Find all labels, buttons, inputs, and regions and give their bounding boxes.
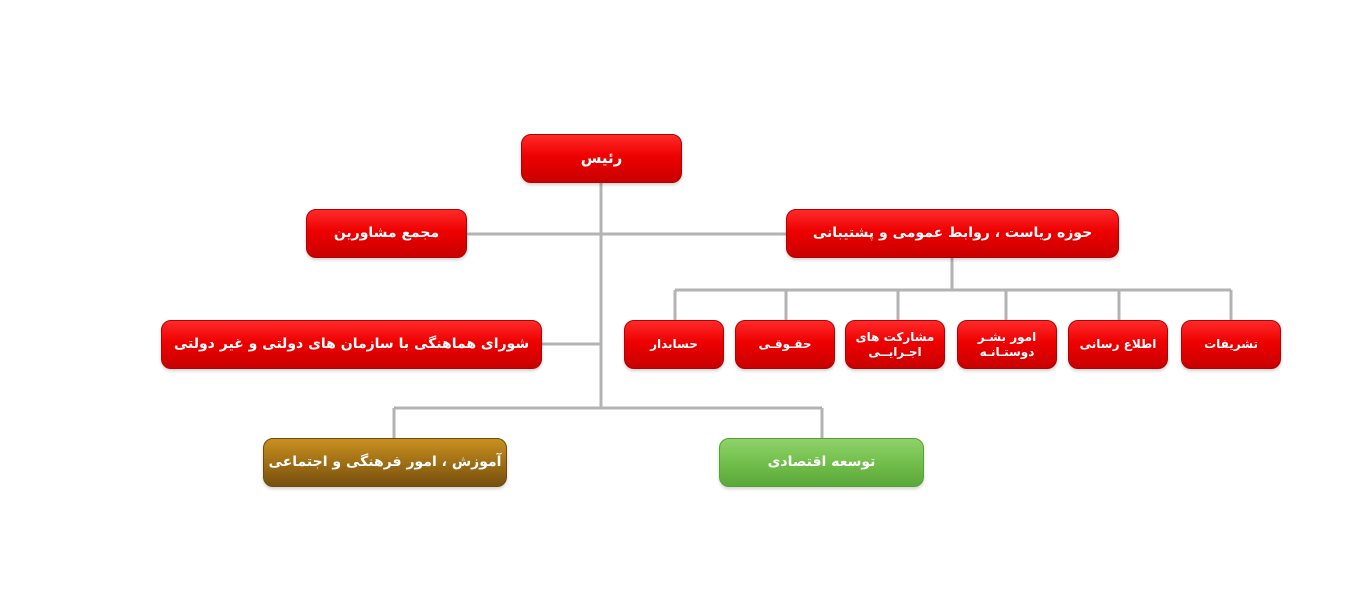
- node-protocol[interactable]: تشریفات: [1181, 320, 1281, 369]
- node-coordination-council[interactable]: شورای هماهنگی با سازمان های دولتی و غیر …: [161, 320, 542, 369]
- node-legal[interactable]: حقـوقـی: [735, 320, 835, 369]
- node-executive-participation[interactable]: مشارکت های اجـرایــی: [845, 320, 945, 369]
- node-advisors[interactable]: مجمع مشاورین: [306, 209, 467, 258]
- node-information[interactable]: اطلاع رسانی: [1068, 320, 1168, 369]
- node-education-culture-social[interactable]: آموزش ، امور فرهنگی و اجتماعی: [263, 438, 507, 487]
- node-presidency[interactable]: حوزه ریاست ، روابط عمومی و پشتیبانی: [786, 209, 1119, 258]
- node-accountant[interactable]: حسابدار: [624, 320, 724, 369]
- node-head[interactable]: رئیس: [521, 134, 682, 183]
- node-humanitarian-affairs[interactable]: امور بشـر دوستـانـه: [957, 320, 1057, 369]
- node-economic-development[interactable]: توسعه اقتصادی: [719, 438, 924, 487]
